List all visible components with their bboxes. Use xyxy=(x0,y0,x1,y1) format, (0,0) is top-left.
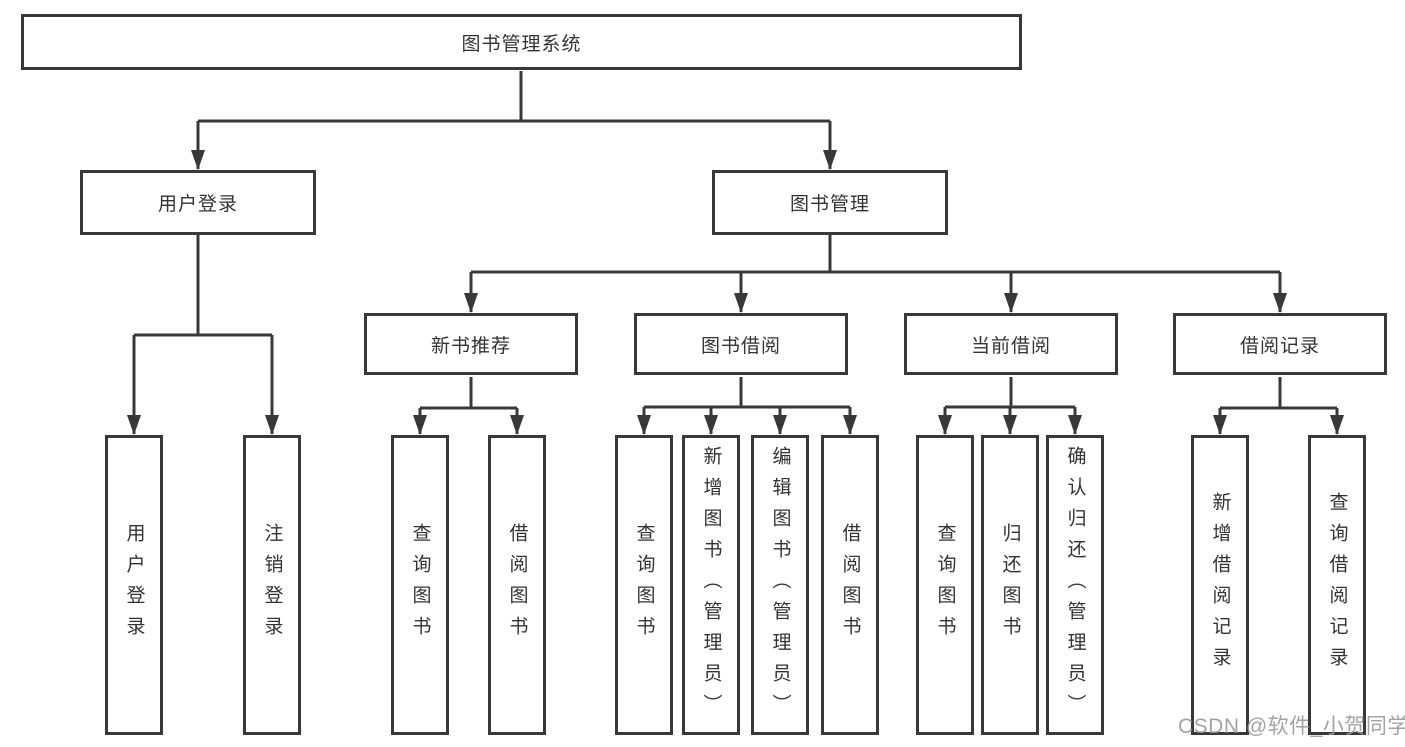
leaf-edit-books-admin-label: 编辑图书（管理员） xyxy=(769,445,791,725)
leaf-add-borrow-record: 新增借阅记录 xyxy=(1191,435,1249,735)
leaf-logout: 注销登录 xyxy=(243,435,301,735)
leaf-query-books-current: 查询图书 xyxy=(916,435,974,735)
leaf-add-borrow-record-label: 新增借阅记录 xyxy=(1209,492,1231,678)
node-book-borrow: 图书借阅 xyxy=(634,313,848,375)
node-user-login: 用户登录 xyxy=(80,170,316,235)
leaf-return-books-label: 归还图书 xyxy=(999,523,1021,647)
leaf-query-books-recommend: 查询图书 xyxy=(391,435,449,735)
csdn-watermark: CSDN @软件_小贺同学 xyxy=(1178,715,1405,738)
node-new-book-recommend: 新书推荐 xyxy=(364,313,578,375)
node-borrow-records-label: 借阅记录 xyxy=(1239,335,1320,357)
leaf-user-login-label: 用户登录 xyxy=(123,523,145,647)
leaf-borrow-books-label: 借阅图书 xyxy=(839,523,861,647)
leaf-query-books-current-label: 查询图书 xyxy=(934,523,956,647)
node-new-book-recommend-label: 新书推荐 xyxy=(430,335,511,357)
node-root-label: 图书管理系统 xyxy=(461,33,582,55)
leaf-add-books-admin: 新增图书（管理员） xyxy=(682,435,740,735)
leaf-logout-label: 注销登录 xyxy=(261,523,283,647)
leaf-borrow-books-recommend: 借阅图书 xyxy=(488,435,546,735)
node-current-borrow: 当前借阅 xyxy=(904,313,1118,375)
leaf-user-login: 用户登录 xyxy=(105,435,163,735)
leaf-query-books-recommend-label: 查询图书 xyxy=(409,523,431,647)
leaf-confirm-return-admin: 确认归还（管理员） xyxy=(1046,435,1104,735)
node-book-management: 图书管理 xyxy=(712,170,948,235)
node-book-borrow-label: 图书借阅 xyxy=(700,335,781,357)
node-borrow-records: 借阅记录 xyxy=(1173,313,1387,375)
leaf-confirm-return-admin-label: 确认归还（管理员） xyxy=(1064,445,1086,725)
leaf-edit-books-admin: 编辑图书（管理员） xyxy=(751,435,809,735)
leaf-query-books-borrow: 查询图书 xyxy=(615,435,673,735)
leaf-query-borrow-record-label: 查询借阅记录 xyxy=(1326,492,1348,678)
node-root-library-management-system: 图书管理系统 xyxy=(21,14,1022,70)
leaf-query-borrow-record: 查询借阅记录 xyxy=(1308,435,1366,735)
leaf-query-books-borrow-label: 查询图书 xyxy=(633,523,655,647)
node-book-management-label: 图书管理 xyxy=(789,194,870,215)
node-current-borrow-label: 当前借阅 xyxy=(970,335,1051,357)
leaf-borrow-books: 借阅图书 xyxy=(821,435,879,735)
leaf-add-books-admin-label: 新增图书（管理员） xyxy=(700,445,722,725)
leaf-return-books: 归还图书 xyxy=(981,435,1039,735)
leaf-borrow-books-recommend-label: 借阅图书 xyxy=(506,523,528,647)
node-user-login-label: 用户登录 xyxy=(157,194,238,215)
